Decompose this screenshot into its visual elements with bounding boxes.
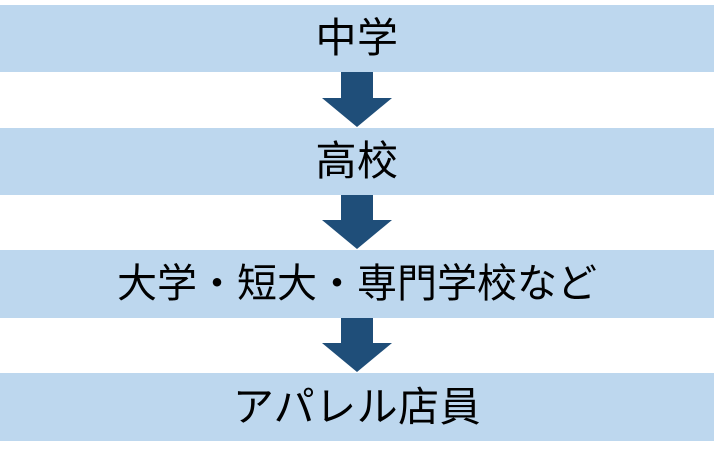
step-label-4: アパレル店員 — [232, 383, 482, 430]
down-arrow-icon — [322, 318, 392, 372]
step-label-3: 大学・短大・専門学校など — [117, 262, 597, 306]
step-label-2: 高校 — [315, 138, 399, 184]
flowchart-step-3: 大学・短大・専門学校など — [0, 250, 714, 318]
step-label-1: 中学 — [315, 15, 399, 61]
flowchart-step-2: 高校 — [0, 128, 714, 195]
down-arrow-icon — [322, 195, 392, 249]
flowchart-connector-1 — [0, 72, 714, 128]
flowchart-connector-3 — [0, 318, 714, 373]
flowchart-step-1: 中学 — [0, 5, 714, 72]
down-arrow-icon — [322, 72, 392, 127]
flowchart-step-4: アパレル店員 — [0, 373, 714, 441]
flowchart-connector-2 — [0, 195, 714, 250]
